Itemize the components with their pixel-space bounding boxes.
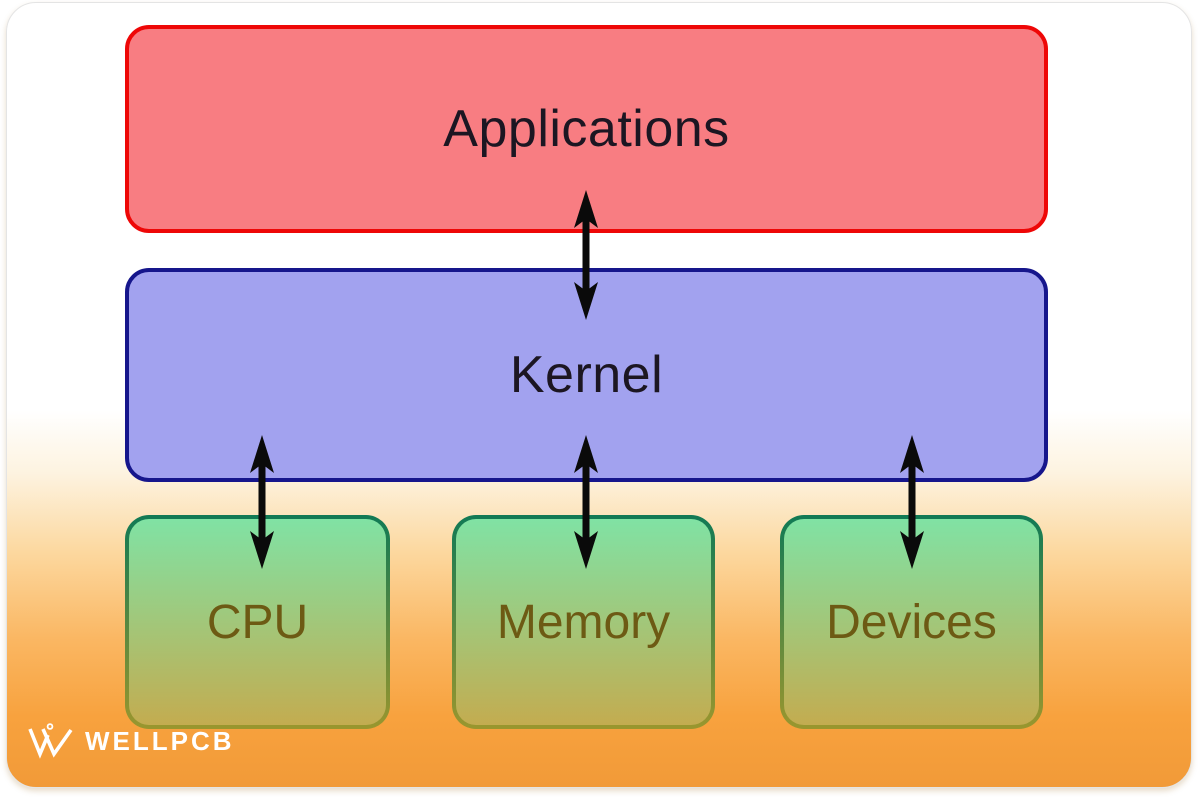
applications-box: Applications <box>125 25 1048 233</box>
cpu-box: CPU <box>125 515 390 729</box>
devices-label: Devices <box>826 595 997 649</box>
kernel-label: Kernel <box>509 346 664 404</box>
watermark: WELLPCB <box>26 720 235 762</box>
memory-box: Memory <box>452 515 715 729</box>
applications-label: Applications <box>443 100 730 158</box>
brand-text: WELLPCB <box>85 725 235 756</box>
cpu-box-fill: CPU <box>129 519 386 725</box>
memory-box-fill: Memory <box>456 519 711 725</box>
kernel-box: Kernel <box>125 268 1048 482</box>
devices-box-fill: Devices <box>784 519 1039 725</box>
wellpcb-w-icon <box>28 723 73 759</box>
cpu-label: CPU <box>206 595 309 649</box>
devices-box: Devices <box>780 515 1043 729</box>
memory-label: Memory <box>496 595 671 649</box>
